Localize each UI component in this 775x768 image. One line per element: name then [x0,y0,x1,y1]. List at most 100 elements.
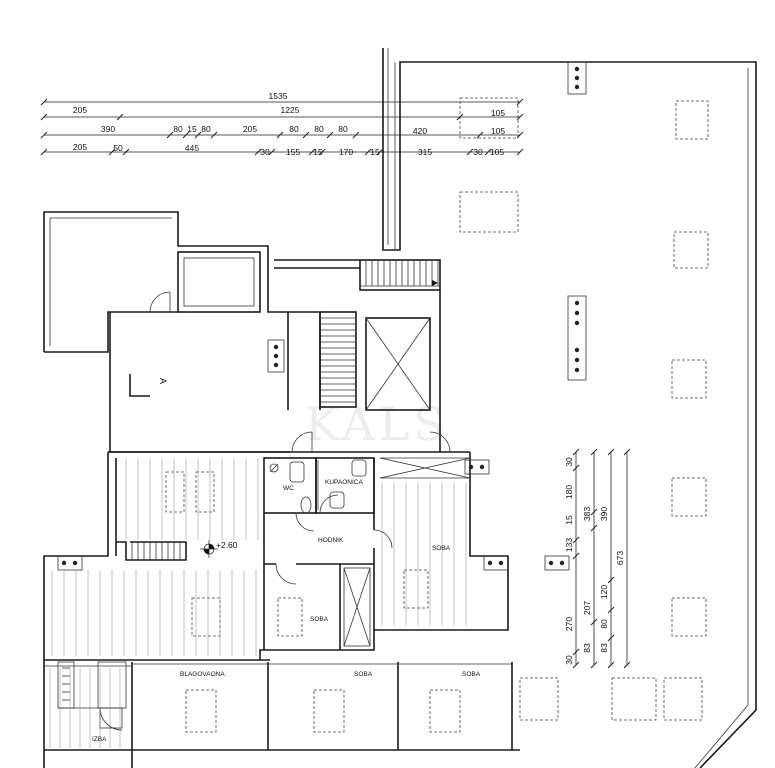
dimension-tick [623,448,631,456]
dim-h3-9: 105 [491,126,505,136]
dimension-tick [623,661,631,669]
vertical-dim-col5: 673 [615,551,625,565]
dim-h4-5: 15 [313,147,323,157]
dim-v5-0: 673 [615,551,625,565]
dim-h2-2: 105 [491,108,505,118]
vertical-dimension-chains [572,448,631,669]
dim-h3-1: 80 [173,124,183,134]
dimension-tick [516,148,524,156]
dim-h4-1: 50 [113,143,123,153]
dim-h4-7: 15 [370,147,380,157]
dimension-tick [302,131,310,139]
dimension-tick [572,552,580,560]
room-soba-lower-right: SOBA [462,671,481,678]
room-kupaonica: KUPAONICA [325,479,363,486]
dimension-tick [364,148,372,156]
dim-v1-1: 133 [564,538,574,552]
dim-h3-0: 390 [101,124,115,134]
dimension-tick [607,606,615,614]
dim-h1-0: 1535 [269,91,288,101]
dimension-tick [590,508,598,516]
lower-row [43,660,520,768]
dim-v3-0: 383 [582,507,592,521]
dim-v3-2: 80 [599,619,609,629]
dimension-tick [607,634,615,642]
dimension-tick [476,131,484,139]
dimension-tick [484,148,492,156]
horizontal-dimension-chains [40,98,524,156]
dim-v4-0: 390 [599,507,609,521]
vertical-dim-col4: 390 83 [599,507,609,653]
dim-v1-3: 30 [564,655,574,665]
dim-h3-2: 15 [187,124,197,134]
dimension-tick [40,131,48,139]
dimension-tick [590,524,598,532]
room-izba: IZBA [92,736,107,743]
room-soba-lower-mid: SOBA [354,671,373,678]
dimension-tick [607,448,615,456]
dim-h2-1: 1225 [281,105,300,115]
dim-v1-2: 270 [564,617,574,631]
staircase [291,259,451,453]
dim-h4-6: 170 [339,147,353,157]
dimension-tick [572,536,580,544]
dim-v2-1: 15 [564,515,574,525]
dimension-tick [40,98,48,106]
dimension-tick [194,131,202,139]
roof-openings [459,97,709,721]
dim-h3-6: 80 [314,124,324,134]
dimension-tick [572,448,580,456]
dimension-tick [590,661,598,669]
interior-stair [116,541,187,561]
dimension-row-3: 390 80 15 80 205 80 80 80 420 105 [101,124,505,136]
dimension-tick [116,113,124,121]
dimension-tick [607,576,615,584]
dimension-tick [572,464,580,472]
lower-hatch [49,668,121,748]
dimension-tick [254,148,262,156]
room-soba-center: SOBA [310,616,329,623]
dimension-row-1: 1535 [269,91,288,101]
dimension-tick [466,148,474,156]
dimension-tick [516,113,524,121]
dimension-tick [376,148,384,156]
dim-h3-8: 420 [413,126,427,136]
dimension-row-4: 205 50 445 30 155 15 170 15 315 30 105 [73,142,504,157]
dim-h3-4: 205 [243,124,257,134]
dim-h3-7: 80 [338,124,348,134]
level-label: +2.60 [216,540,238,550]
dimension-tick [166,131,174,139]
dim-h4-8: 315 [418,147,432,157]
dim-h4-9: 30 [473,147,483,157]
level-marker: +2.60 [200,540,238,558]
dimension-tick [210,131,218,139]
dimension-tick [268,148,276,156]
dim-v1-0: 30 [564,457,574,467]
dimension-tick [516,98,524,106]
dim-v3-1: 120 [599,585,609,599]
vertical-dim-col2: 180 15 207 83 [564,485,592,653]
dim-h4-10: 105 [490,147,504,157]
dimension-tick [40,148,48,156]
dim-v2-2: 207 [582,601,592,615]
dimension-tick [108,148,116,156]
dim-v2-0: 180 [564,485,574,499]
ventilation-blocks [57,61,587,571]
dimension-tick [572,661,580,669]
skylight-marks [165,471,429,637]
vertical-dim-col3: 383 120 80 [582,507,609,629]
dimension-tick [40,113,48,121]
living-hatch [51,458,467,656]
dim-h2-0: 205 [73,105,87,115]
watermark: KALS [305,397,449,451]
terrace-outline [382,48,757,768]
dimension-tick [182,131,190,139]
vertical-dim-col1: 30 133 270 30 [564,457,574,665]
dimension-tick [276,131,284,139]
dimension-tick [590,448,598,456]
section-mark: A [129,374,168,397]
room-soba-east: SOBA [432,545,451,552]
dimension-tick [352,131,360,139]
dimension-tick [590,618,598,626]
